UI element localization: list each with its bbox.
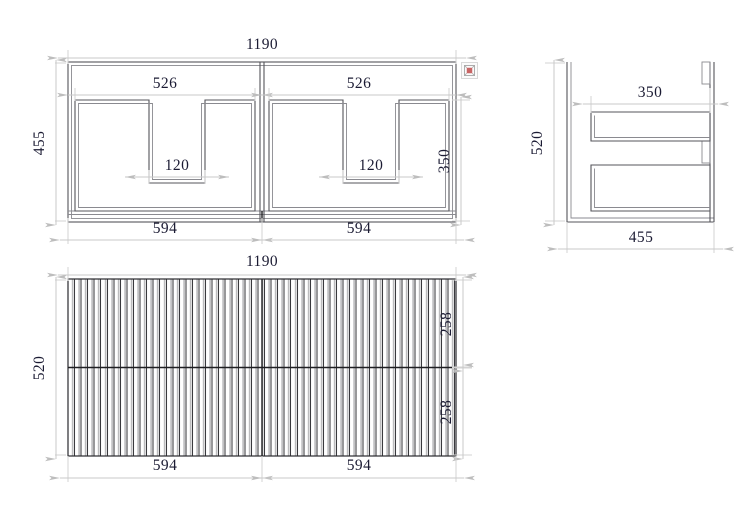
dim-label-bay-right: 594: [347, 220, 371, 237]
dim-label-panel-width-right: 594: [347, 457, 371, 474]
dim-label-inner-depth: 350: [436, 149, 453, 173]
dim-top-inner-depth: 350: [436, 94, 472, 228]
top-view-drawer-left-inner: [78, 103, 252, 208]
dim-label-side-drawer-depth: 350: [638, 84, 662, 101]
side-view-drawer-upper-inner: [594, 115, 710, 138]
dim-top-notch-right: 120: [319, 157, 423, 184]
dim-top-overall-width: 1190: [47, 36, 477, 64]
top-view-drawer-left-outline: [74, 99, 256, 212]
dim-label-drawer-width-right: 526: [347, 75, 371, 92]
dim-label-overall-width: 1190: [246, 36, 278, 53]
dim-front-panel-widths: 594 594: [49, 456, 475, 482]
dim-side-drawer-depth: 350: [572, 84, 729, 113]
dim-label-notch-left: 120: [165, 157, 189, 174]
broken-image-glyph: [464, 65, 475, 76]
dim-label-side-depth: 455: [629, 229, 653, 246]
dim-label-drawer-height-top: 258: [438, 312, 455, 336]
top-view-drawer-right-inner: [272, 103, 446, 208]
dim-label-overall-depth: 455: [31, 131, 48, 155]
side-view-handle-top: [701, 61, 711, 85]
dim-top-drawer-width-right: 526: [251, 75, 467, 101]
broken-image-icon: [461, 62, 478, 79]
top-view-drawer-right: [268, 99, 450, 212]
dim-label-drawer-height-bottom: 258: [438, 400, 455, 424]
side-view-drawer-lower-outline: [590, 164, 711, 212]
dim-top-notch-left: 120: [125, 157, 229, 184]
front-view: 1190 520 258 258: [31, 253, 477, 482]
side-view-drawer-upper: [590, 111, 711, 142]
top-view: 1190 455 350 526: [31, 36, 477, 244]
dim-front-height: 520: [31, 274, 67, 462]
side-view: 520 350 455: [529, 57, 734, 253]
dim-side-height: 520: [529, 57, 565, 228]
side-view-drawer-lower-inner: [594, 168, 710, 208]
dim-top-overall-depth: 455: [31, 57, 67, 228]
dim-label-side-height: 520: [529, 131, 546, 155]
dim-top-bay-widths: 594 594: [49, 218, 475, 244]
dim-label-panel-width-left: 594: [153, 457, 177, 474]
dim-label-bay-left: 594: [153, 220, 177, 237]
top-view-drawer-right-outline: [268, 99, 450, 212]
side-view-drawer-upper-outline: [590, 111, 711, 142]
dim-top-drawer-width-left: 526: [57, 75, 273, 101]
dim-label-front-width: 1190: [246, 253, 278, 270]
dim-front-width: 1190: [47, 253, 477, 281]
dim-front-drawer-top: 258: [438, 274, 474, 374]
top-view-drawer-left: [74, 99, 256, 212]
side-view-drawer-lower: [590, 164, 711, 212]
dim-front-drawer-bottom: 258: [438, 362, 474, 462]
dim-label-drawer-width-left: 526: [153, 75, 177, 92]
side-view-carcass-inner: [570, 62, 714, 219]
dim-side-depth: 455: [547, 222, 734, 253]
dim-label-notch-right: 120: [359, 157, 383, 174]
dim-label-front-height: 520: [31, 356, 48, 380]
